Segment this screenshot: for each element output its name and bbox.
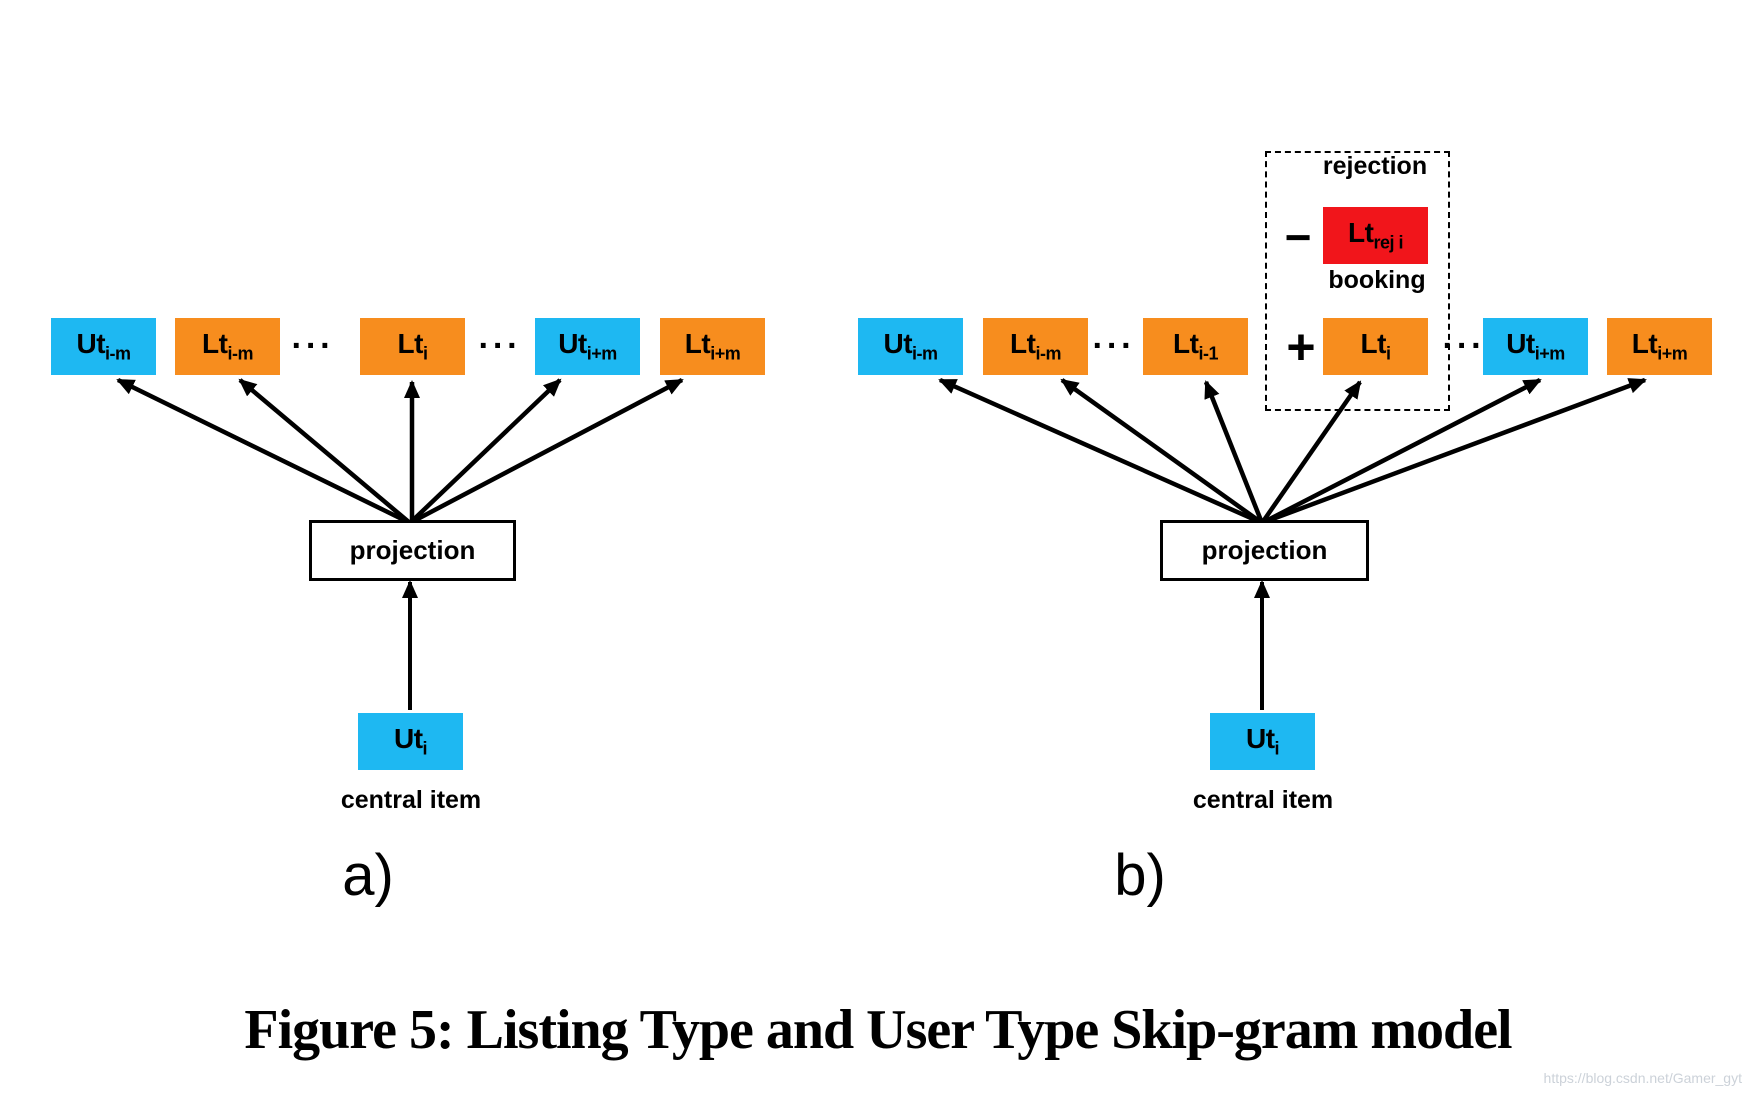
box-label: Uti+m <box>558 330 617 363</box>
rejection-label: rejection <box>1322 152 1428 180</box>
context-box-ut-i-minus-m-b: Uti-m <box>858 318 963 375</box>
box-label-base: Lt <box>202 328 228 360</box>
arrow <box>1203 380 1265 524</box>
box-label-base: Lt <box>1010 328 1036 360</box>
box-label-base: Ut <box>1506 328 1535 360</box>
arrow <box>408 378 562 525</box>
box-label-sub: i+m <box>710 343 741 364</box>
arrow <box>408 378 684 525</box>
context-box-lt-i-b: Lti <box>1323 318 1428 375</box>
figure-caption: Figure 5: Listing Type and User Type Ski… <box>244 999 1512 1061</box>
projection-label: projection <box>1201 535 1328 565</box>
box-label-sub: i-m <box>912 343 938 364</box>
context-box-lt-i-minus-m-b: Lti-m <box>983 318 1088 375</box>
central-item-caption-a: central item <box>340 786 482 814</box>
box-label: Lti-m <box>202 330 253 363</box>
box-label-base: Lt <box>1173 328 1199 360</box>
box-label: Lti-m <box>1010 330 1061 363</box>
arrow <box>938 377 1263 526</box>
panel-label-a: a) <box>342 843 394 908</box>
box-label-sub: i-m <box>105 343 131 364</box>
box-label: Uti+m <box>1506 330 1565 363</box>
box-label: Lti-1 <box>1173 330 1218 363</box>
box-label: Lti+m <box>684 328 741 364</box>
box-label: Lti+m <box>1631 328 1688 364</box>
arrow <box>1261 377 1647 526</box>
box-label-base: Lt <box>1631 328 1658 360</box>
box-label: Uti-m <box>883 328 938 364</box>
box-label-base: Lt <box>1348 217 1374 249</box>
box-label: Lti <box>398 330 428 363</box>
ellipsis-a-left: ··· <box>291 327 335 365</box>
diagram-b-arrows <box>938 377 1647 710</box>
box-label-base: Ut <box>393 723 423 755</box>
box-label-sub: i <box>422 343 428 364</box>
loss-terms-box <box>1265 151 1450 411</box>
box-label-base: Lt <box>1360 328 1387 360</box>
panel-label-b: b) <box>1114 843 1166 908</box>
box-label-base: Ut <box>1245 723 1275 755</box>
arrow <box>1060 378 1264 525</box>
box-label-sub: i <box>1385 343 1391 364</box>
box-label-sub: i <box>1274 738 1280 759</box>
box-label-sub: i+m <box>1534 343 1566 364</box>
box-label-sub: i-m <box>227 343 253 364</box>
booking-label: booking <box>1328 266 1426 294</box>
box-label-sub: i <box>422 738 428 759</box>
context-box-lt-i-minus-m-a: Lti-m <box>175 318 280 375</box>
context-box-lt-i-a: Lti <box>360 318 465 375</box>
rejection-box: Ltrej i <box>1323 207 1428 264</box>
minus-sign: − <box>1284 211 1312 263</box>
box-label: Lti <box>1361 330 1391 363</box>
context-box-lt-i-plus-m-b: Lti+m <box>1607 318 1712 375</box>
context-box-ut-i-minus-m-a: Uti-m <box>51 318 156 375</box>
box-label-sub: rej i <box>1373 232 1403 253</box>
box-label-sub: i+m <box>586 343 618 364</box>
watermark: https://blog.csdn.net/Gamer_gyt <box>1543 1070 1742 1086</box>
box-label-base: Ut <box>883 328 913 360</box>
arrow <box>116 377 411 526</box>
central-item-caption-b: central item <box>1192 786 1334 814</box>
box-label: Uti-m <box>76 328 131 364</box>
box-label-base: Ut <box>558 328 587 360</box>
ellipsis-b-right: ··· <box>1442 327 1486 365</box>
box-label-base: Lt <box>397 328 424 360</box>
projection-box-a: projection <box>309 520 516 581</box>
arrow <box>1260 377 1542 526</box>
central-item-box-b: Uti <box>1210 713 1315 770</box>
diagram-a-arrows <box>116 377 684 710</box>
context-box-ut-i-plus-m-b: Uti+m <box>1483 318 1588 375</box>
ellipsis-b-left: ··· <box>1092 327 1136 365</box>
context-box-lt-i-plus-m-a: Lti+m <box>660 318 765 375</box>
box-label-sub: i+m <box>1657 343 1688 364</box>
box-label-base: Ut <box>76 328 106 360</box>
projection-label: projection <box>349 535 476 565</box>
box-label: Uti <box>393 723 428 759</box>
ellipsis-a-right: ··· <box>478 327 522 365</box>
plus-sign: + <box>1286 319 1316 375</box>
projection-box-b: projection <box>1160 520 1369 581</box>
box-label-base: Lt <box>684 328 711 360</box>
arrow <box>1260 380 1362 525</box>
arrow <box>238 378 412 525</box>
context-box-ut-i-plus-m-a: Uti+m <box>535 318 640 375</box>
box-label: Ltrej i <box>1348 219 1403 252</box>
box-label-sub: i-1 <box>1198 343 1218 364</box>
box-label-sub: i-m <box>1035 343 1061 364</box>
central-item-box-a: Uti <box>358 713 463 770</box>
context-box-lt-i-minus-1-b: Lti-1 <box>1143 318 1248 375</box>
box-label: Uti <box>1245 723 1280 759</box>
